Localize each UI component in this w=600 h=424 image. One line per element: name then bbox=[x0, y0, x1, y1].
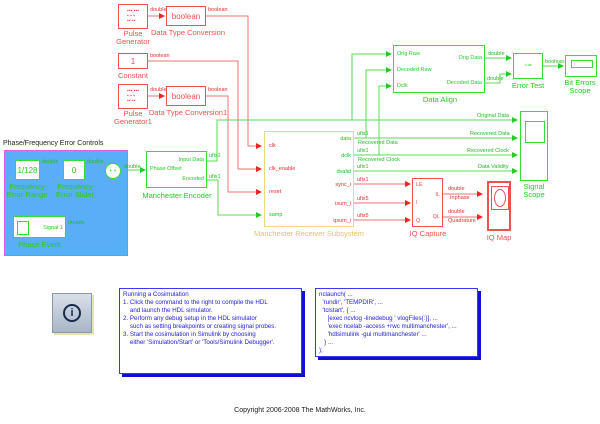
scope-screen-icon bbox=[525, 121, 545, 143]
wire-const-clkenable bbox=[148, 60, 262, 172]
info-icon: i bbox=[63, 304, 81, 322]
sum-block[interactable]: + + bbox=[105, 163, 121, 179]
bit-errors-scope-label: Bit Errors bbox=[564, 78, 596, 87]
phase-event-block[interactable]: Signal 1 bbox=[13, 216, 66, 238]
data-type-conversion-block[interactable]: boolean bbox=[166, 6, 206, 26]
pulse-generator1-label: Pulse bbox=[123, 109, 143, 118]
frequency-error-slider-block[interactable]: 0 bbox=[63, 160, 85, 180]
scope-screen-icon bbox=[571, 60, 593, 68]
frequency-error-range-block[interactable]: 1/128 bbox=[15, 160, 40, 180]
phase-event-label: Phase Event bbox=[18, 240, 61, 249]
manchester-encoder-label: Manchester Encoder bbox=[142, 191, 212, 200]
wire-dtc1-reset bbox=[206, 95, 262, 195]
signal-scope-block[interactable] bbox=[520, 111, 548, 181]
iq-map-block[interactable] bbox=[487, 181, 511, 231]
nclaunch-command-link[interactable]: nclaunch( ... 'rundir', 'TEMPDIR', ... '… bbox=[315, 288, 478, 357]
error-test-label: Error Test bbox=[511, 81, 545, 90]
copyright-text: Copyright 2006-2008 The MathWorks, Inc. bbox=[234, 407, 366, 414]
wire-dclk-dclkin bbox=[378, 83, 392, 155]
wire-inputdata-origraw bbox=[207, 51, 392, 162]
data-type-conversion-label: Data Type Conversion bbox=[150, 28, 226, 37]
manchester-encoder-block[interactable]: Phase Offset Input Data Encoded bbox=[146, 151, 207, 188]
pulse-icon: ▪▪▪ ▪▪▪▪ ▪ ▪▪▪ ▪▪ bbox=[126, 88, 140, 104]
wire-dtc-clk bbox=[206, 15, 262, 149]
pulse-generator-block[interactable]: ▪▪▪ ▪▪▪▪ ▪ ▪▪▪ ▪▪ bbox=[118, 4, 148, 29]
manchester-receiver-label: Manchester Receiver Subsystem bbox=[253, 229, 365, 238]
wire-decdata-errtest bbox=[485, 71, 512, 84]
error-test-block[interactable]: ~= bbox=[513, 53, 543, 79]
controls-title: Phase/Frequency Error Controls bbox=[3, 140, 104, 147]
xy-graph-icon bbox=[494, 189, 506, 207]
signal-scope-label: Signal bbox=[523, 182, 545, 191]
data-type-conversion1-label: Data Type Conversion1 bbox=[148, 108, 228, 117]
constant-label: Constant bbox=[117, 71, 149, 80]
iq-capture-block[interactable]: LE I Q IL QL bbox=[412, 178, 443, 227]
data-align-block[interactable]: Orig Raw Decoded Raw Dclk Orig Data Deco… bbox=[393, 45, 485, 93]
pulse-generator-label: Pulse bbox=[123, 29, 143, 38]
cosimulation-instructions-note: Running a Cosimulation 1. Click the comm… bbox=[119, 288, 302, 374]
bit-errors-scope-block[interactable] bbox=[565, 55, 597, 77]
iq-map-label: IQ Map bbox=[486, 233, 512, 242]
constant-block[interactable]: 1 bbox=[118, 53, 148, 69]
pulse-generator1-block[interactable]: ▪▪▪ ▪▪▪▪ ▪ ▪▪▪ ▪▪ bbox=[118, 84, 148, 109]
iq-capture-label: IQ Capture bbox=[409, 229, 447, 238]
data-type-conversion1-block[interactable]: boolean bbox=[166, 86, 206, 106]
wire-encoder-samp bbox=[207, 179, 262, 218]
pulse-icon: ▪▪▪ ▪▪▪▪ ▪ ▪▪▪ ▪▪ bbox=[126, 8, 140, 24]
info-button[interactable]: i bbox=[52, 293, 92, 333]
manchester-receiver-subsystem[interactable]: clk clk_enable reset samp data dclk dval… bbox=[264, 131, 354, 227]
signal-builder-icon bbox=[17, 221, 29, 235]
data-align-label: Data Align bbox=[422, 95, 458, 104]
wire-data-decodedraw bbox=[365, 67, 392, 138]
